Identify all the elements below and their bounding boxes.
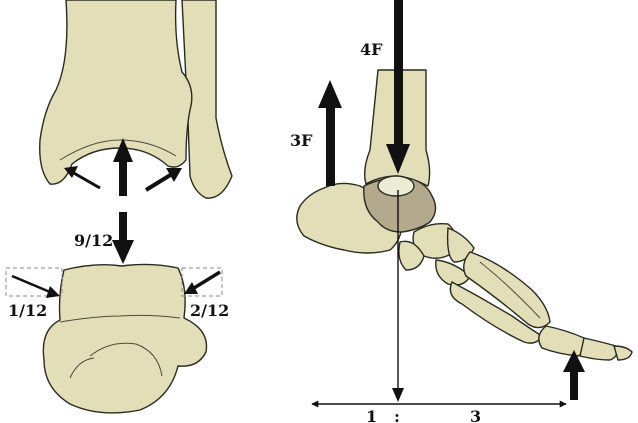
toe-reaction-arrow [563, 350, 585, 400]
lever-sep-label: : [394, 407, 400, 423]
talus-top-arrow [112, 212, 134, 264]
talus-front [43, 264, 206, 413]
load-line-head [392, 388, 404, 402]
tibia-load-label: 4F [360, 40, 383, 59]
talus-dome [378, 176, 414, 196]
talus-left-force-label: 1/12 [8, 301, 47, 320]
talus-right-force-label: 2/12 [190, 301, 229, 320]
achilles-force-arrow [318, 80, 342, 186]
talus-right-arrow [184, 272, 220, 294]
lever-left-label: 1 [366, 407, 377, 423]
foot-bones [297, 176, 632, 360]
left-oblique-arrow [64, 166, 100, 188]
right-oblique-arrow [146, 168, 182, 190]
lever-right-label: 3 [470, 407, 481, 423]
talus-left-arrow [12, 276, 60, 298]
talus-top-force-label: 9/12 [74, 231, 113, 250]
achilles-force-label: 3F [290, 131, 313, 150]
